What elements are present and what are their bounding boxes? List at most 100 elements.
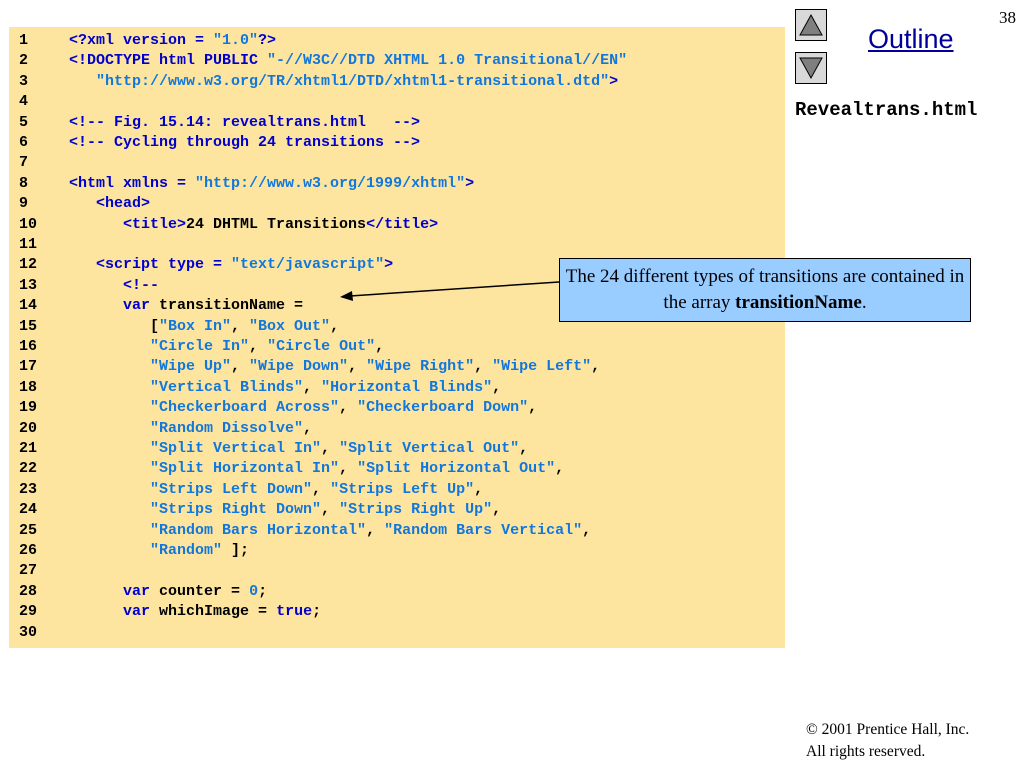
- code-token: ,: [366, 521, 385, 539]
- line-number: 13: [19, 276, 38, 294]
- code-token: >: [465, 174, 475, 192]
- code-token: "Wipe Left": [492, 358, 592, 376]
- callout-suffix: .: [861, 292, 867, 313]
- code-line: 18 "Vertical Blinds", "Horizontal Blinds…: [9, 378, 501, 398]
- code-token: "Split Vertical Out": [339, 440, 520, 457]
- line-number: 24: [19, 501, 38, 519]
- code-line: 17 "Wipe Up", "Wipe Down", "Wipe Right",…: [9, 357, 600, 377]
- code-token: "http://www.w3.org/TR/xhtml1/DTD/xhtml1-…: [96, 72, 610, 90]
- code-token: ,: [474, 480, 484, 498]
- code-token: "Random Dissolve": [150, 419, 304, 437]
- code-token: </title>: [366, 215, 439, 233]
- line-number: 10: [19, 215, 38, 233]
- code-line: 15 ["Box In", "Box Out",: [9, 317, 339, 337]
- code-token: "Circle In": [150, 338, 250, 355]
- code-token: counter =: [150, 582, 250, 600]
- code-line: 28 var counter = 0;: [9, 582, 267, 602]
- code-token: "Strips Right Up": [339, 501, 493, 519]
- code-line: 10 <title>24 DHTML Transitions</title>: [9, 215, 438, 235]
- code-token: transitionName =: [150, 297, 304, 315]
- code-token: "Checkerboard Down": [357, 399, 529, 417]
- code-token: "Box Out": [249, 317, 331, 335]
- next-slide-button[interactable]: [795, 52, 827, 84]
- code-token: ,: [303, 378, 322, 396]
- line-number: 16: [19, 338, 38, 355]
- code-token: "Circle Out": [267, 338, 376, 355]
- code-line: 22 "Split Horizontal In", "Split Horizon…: [9, 459, 564, 479]
- code-line: 7: [9, 153, 69, 173]
- code-token: "Split Horizontal In": [150, 460, 340, 478]
- code-line: 30: [9, 623, 69, 643]
- code-token: ,: [249, 338, 268, 355]
- line-number: 1: [19, 32, 29, 49]
- triangle-up-icon: [799, 13, 823, 36]
- code-token: "Strips Right Down": [150, 501, 322, 519]
- code-token: "Checkerboard Across": [150, 399, 340, 417]
- line-number: 29: [19, 603, 38, 621]
- copyright-line-2: All rights reserved.: [806, 743, 926, 760]
- previous-slide-button[interactable]: [795, 9, 827, 41]
- code-token: ;: [258, 582, 268, 600]
- code-token: <script type =: [96, 256, 232, 274]
- code-line: 12 <script type = "text/javascript">: [9, 255, 393, 275]
- line-number: 2: [19, 52, 29, 70]
- code-token: "Horizontal Blinds": [321, 378, 493, 396]
- copyright-notice: © 2001 Prentice Hall, Inc. All rights re…: [806, 719, 969, 763]
- code-line: 27: [9, 561, 69, 581]
- line-number: 21: [19, 440, 38, 457]
- line-number: 7: [19, 154, 29, 172]
- line-number: 5: [19, 113, 29, 131]
- line-number: 27: [19, 562, 38, 580]
- line-number: 20: [19, 419, 38, 437]
- code-token: ,: [555, 460, 565, 478]
- line-number: 19: [19, 399, 38, 417]
- code-token: "Wipe Up": [150, 358, 232, 376]
- code-line: 5<!-- Fig. 15.14: revealtrans.html -->: [9, 113, 420, 133]
- code-line: 6<!-- Cycling through 24 transitions -->: [9, 133, 420, 153]
- code-token: ,: [231, 317, 250, 335]
- code-token: "Strips Left Down": [150, 480, 313, 498]
- line-number: 18: [19, 378, 38, 396]
- code-token: ;: [312, 603, 322, 621]
- code-line: 19 "Checkerboard Across", "Checkerboard …: [9, 398, 537, 418]
- code-token: <head>: [96, 195, 151, 213]
- file-name-heading: Revealtrans.html: [795, 99, 978, 121]
- code-token: ?>: [258, 32, 277, 49]
- line-number: 9: [19, 195, 29, 213]
- code-token: >: [384, 256, 394, 274]
- code-token: ,: [519, 440, 529, 457]
- code-line: 13 <!--: [9, 276, 159, 296]
- code-token: "-//W3C//DTD XHTML 1.0 Transitional//EN": [267, 52, 628, 70]
- code-token: <html xmlns =: [69, 174, 196, 192]
- code-listing: 1<?xml version = "1.0"?>2<!DOCTYPE html …: [9, 27, 785, 648]
- code-line: 24 "Strips Right Down", "Strips Right Up…: [9, 500, 501, 520]
- code-token: >: [609, 72, 619, 90]
- code-token: "text/javascript": [231, 256, 385, 274]
- code-token: ,: [330, 317, 340, 335]
- code-line: 1<?xml version = "1.0"?>: [9, 31, 276, 51]
- code-token: 0: [249, 582, 259, 600]
- line-number: 25: [19, 521, 38, 539]
- code-token: "Box In": [159, 317, 232, 335]
- code-token: "Random": [150, 542, 223, 559]
- code-token: ,: [492, 378, 502, 396]
- code-token: ,: [321, 501, 340, 519]
- line-number: 14: [19, 297, 38, 315]
- code-token: ];: [222, 542, 250, 559]
- line-number: 17: [19, 358, 38, 376]
- code-token: [: [69, 317, 160, 335]
- code-token: ,: [339, 399, 358, 417]
- code-line: 26 "Random" ];: [9, 541, 249, 561]
- code-token: <!-- Cycling through 24 transitions -->: [69, 134, 421, 151]
- code-token: "http://www.w3.org/1999/xhtml": [195, 174, 466, 192]
- line-number: 3: [19, 72, 29, 90]
- code-token: "Strips Left Up": [330, 480, 475, 498]
- code-token: "Split Horizontal Out": [357, 460, 556, 478]
- code-token: var: [123, 582, 151, 600]
- outline-link[interactable]: Outline: [868, 24, 954, 54]
- code-token: ,: [375, 338, 385, 355]
- line-number: 22: [19, 460, 38, 478]
- code-token: ,: [528, 399, 538, 417]
- code-token: ,: [231, 358, 250, 376]
